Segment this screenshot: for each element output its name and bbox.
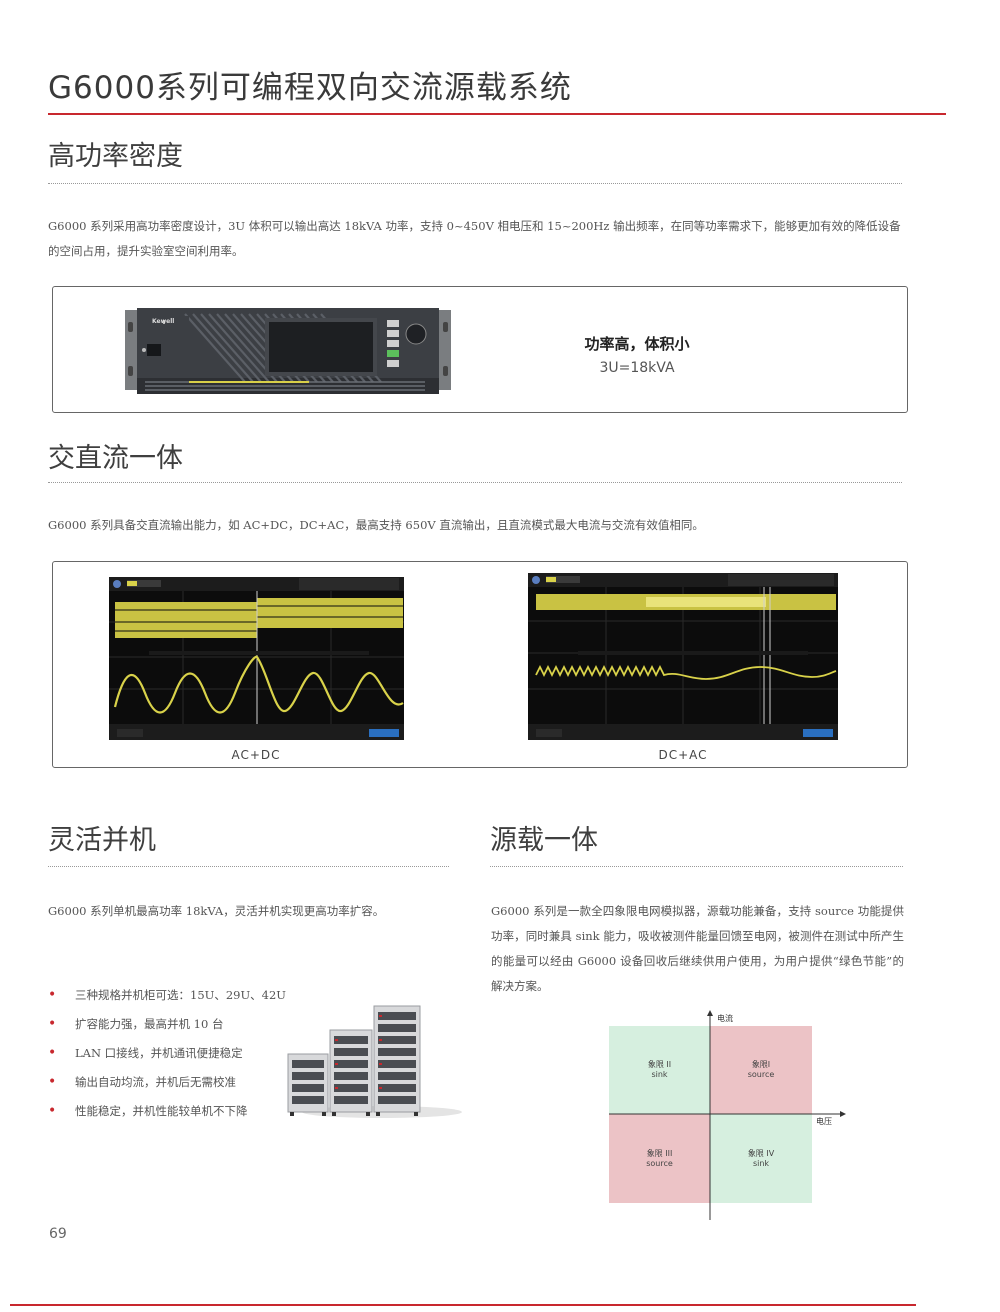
section-divider: [48, 482, 902, 483]
oscilloscope-dc-ac-image: [528, 573, 838, 740]
section-title-power-density: 高功率密度: [48, 141, 183, 172]
list-item: •输出自动均流，并机后无需校准: [48, 1074, 236, 1090]
feature-box-waveforms: AC+DC DC+AC: [52, 561, 908, 768]
list-item: •三种规格并机柜可选：15U、29U、42U: [48, 987, 286, 1003]
axis-label-voltage: 电压: [816, 1117, 832, 1126]
section-divider: [490, 866, 903, 867]
device-brand-logo: Kewell: [152, 318, 175, 325]
title-underline: [48, 113, 946, 115]
feature-subtitle: 3U=18kVA: [599, 360, 675, 376]
quadrant-3: [609, 1114, 710, 1203]
section-title-parallel: 灵活并机: [48, 825, 156, 856]
oscilloscope-ac-dc-image: [109, 577, 404, 740]
quadrant-4: [710, 1114, 812, 1203]
section-title-ac-dc: 交直流一体: [48, 443, 183, 474]
section-body-parallel: G6000 系列单机最高功率 18kVA，灵活并机实现更高功率扩容。: [48, 904, 385, 918]
caption-dc-ac: DC+AC: [658, 748, 708, 762]
section-body-ac-dc: G6000 系列具备交直流输出能力，如 AC+DC，DC+AC，最高支持 650…: [48, 518, 704, 532]
section-body-power-density: G6000 系列采用高功率密度设计，3U 体积可以输出高达 18kVA 功率，支…: [48, 219, 901, 258]
axis-label-current: 电流: [717, 1014, 733, 1023]
page-title: G6000系列可编程双向交流源载系统: [48, 70, 572, 106]
list-item: •扩容能力强，最高并机 10 台: [48, 1016, 224, 1032]
section-divider: [48, 866, 449, 867]
quadrant-axes: [609, 1010, 846, 1220]
list-item: •性能稳定，并机性能较单机不下降: [48, 1103, 248, 1119]
section-divider: [48, 183, 902, 184]
page-number: 69: [49, 1226, 67, 1242]
list-item: •LAN 口接线，并机通讯便捷稳定: [48, 1045, 243, 1061]
caption-ac-dc: AC+DC: [231, 748, 281, 762]
feature-box-power: Kewell 功率高，体积小 3U=18kVA: [52, 286, 908, 413]
feature-title: 功率高，体积小: [584, 335, 690, 353]
section-body-source-load: G6000 系列是一款全四象限电网模拟器，源载功能兼备，支持 source 功能…: [491, 904, 904, 993]
section-title-source-load: 源载一体: [490, 825, 598, 856]
quadrant-1: [710, 1026, 812, 1114]
quadrant-2: [609, 1026, 710, 1114]
parallel-cabinets-image: [287, 1005, 462, 1118]
device-front-panel-image: [125, 308, 451, 394]
parallel-features-list: •三种规格并机柜可选：15U、29U、42U •扩容能力强，最高并机 10 台 …: [48, 981, 288, 1126]
footer-rule: [10, 1304, 916, 1306]
